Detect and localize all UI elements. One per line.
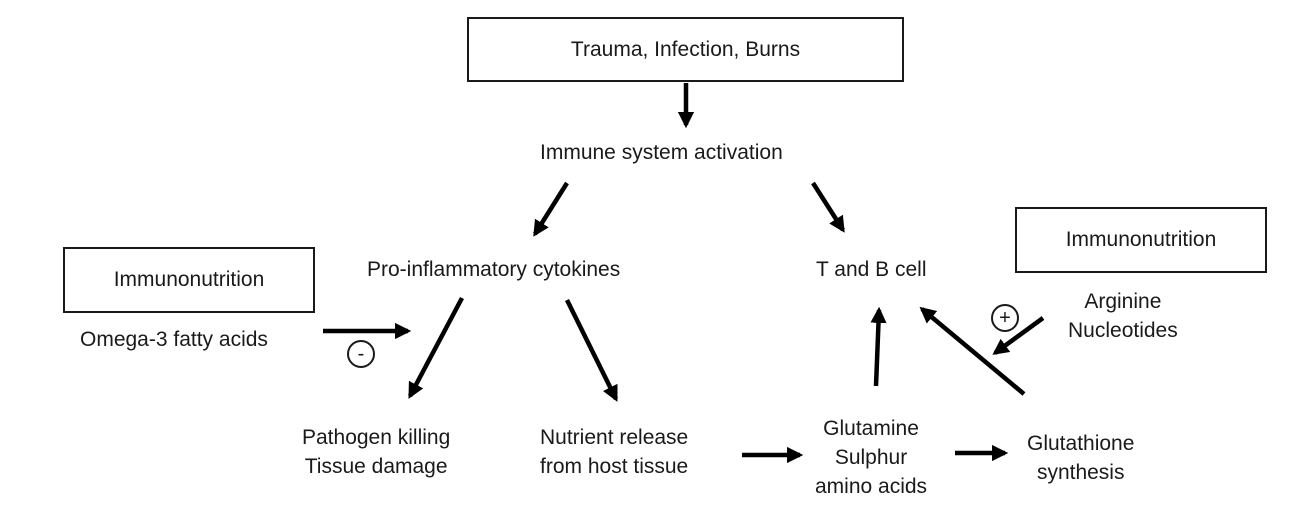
glutathione-line2: synthesis <box>1036 461 1125 484</box>
immunonutrition-left-box: Immunonutrition <box>63 247 315 313</box>
pathogen-tissue-label: Pathogen killing Tissue damage <box>302 423 450 481</box>
trigger-box: Trauma, Infection, Burns <box>467 17 904 82</box>
glutathione-label: Glutathione synthesis <box>1027 429 1134 487</box>
immune-activation-label: Immune system activation <box>540 141 783 164</box>
immunonutrition-right-label: Immunonutrition <box>1065 228 1217 251</box>
immunonutrition-right-box: Immunonutrition <box>1015 207 1267 273</box>
nucleotides-label: Nucleotides <box>1068 319 1178 342</box>
promote-sign: + <box>991 304 1019 332</box>
immunonutrition-left-label: Immunonutrition <box>113 268 265 291</box>
glutathione-line1: Glutathione <box>1027 432 1135 455</box>
omega3-label: Omega-3 fatty acids <box>80 328 268 351</box>
arrow-cytokines-to-pathogen <box>408 296 464 399</box>
cytokines-label: Pro-inflammatory cytokines <box>367 258 621 281</box>
nutrient-release-line2: from host tissue <box>540 455 689 478</box>
arrow-glutathione-to-tbcell <box>919 306 1026 396</box>
arrow-glutamine-to-tbcell <box>870 306 887 387</box>
glutamine-line1: Glutamine <box>823 417 919 440</box>
inhibit-sign: - <box>347 340 375 368</box>
nutrient-release-label: Nutrient release from host tissue <box>540 423 688 481</box>
arrow-arginine-to-pathway <box>992 316 1045 355</box>
glutamine-label: Glutamine Sulphur amino acids <box>815 414 927 501</box>
t-b-cell-label: T and B cell <box>816 258 927 281</box>
glutamine-line3: amino acids <box>815 475 928 498</box>
trigger-label: Trauma, Infection, Burns <box>570 37 801 61</box>
tissue-damage-label: Tissue damage <box>304 455 448 478</box>
promote-sign-text: + <box>999 307 1011 329</box>
arrow-immune-to-tbcell <box>811 181 845 233</box>
arrow-immune-to-cytokines <box>533 181 569 237</box>
glutamine-line2: Sulphur <box>834 446 908 469</box>
inhibit-sign-text: - <box>357 343 365 365</box>
pathogen-killing-label: Pathogen killing <box>302 426 451 449</box>
arginine-nucleotides-label: Arginine Nucleotides <box>1068 287 1178 345</box>
nutrient-release-line1: Nutrient release <box>540 426 689 449</box>
arginine-label: Arginine <box>1084 290 1162 313</box>
arrow-cytokines-to-nutrient <box>564 299 619 402</box>
